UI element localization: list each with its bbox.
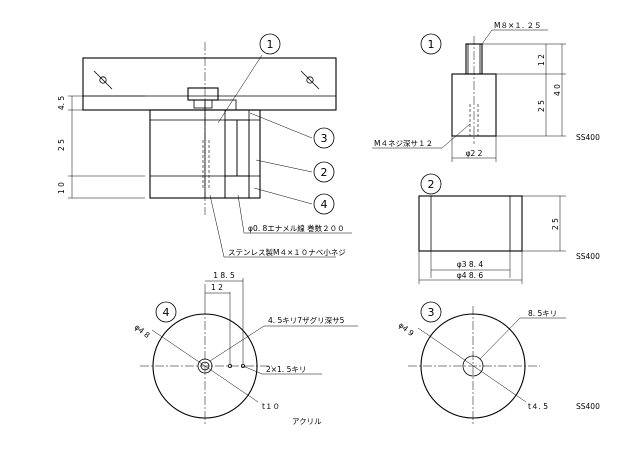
- asm-screw-note: ステンレス製M４×１０ナベ小ネジ: [228, 247, 346, 257]
- part4-dim-12: 1 2: [211, 283, 223, 292]
- asm-dim-25: 2 5: [57, 139, 66, 151]
- asm-dim-10: 1 0: [57, 182, 66, 194]
- part-4-view: 4 1 8. 5 1 2 φ4 8 4. 5キリ7ザグリ深サ5 2×1. 5キリ…: [133, 271, 358, 426]
- asm-dim-45: 4. 5: [57, 96, 66, 111]
- assembly-view: 4. 5 2 5 1 0 φ0. 8エナメル線 巻数２００ ステンレス製M４×１…: [57, 33, 352, 258]
- balloon-1: 1: [267, 38, 274, 51]
- part-3-view: 3 φ4 9 8. 5キリ t４. 5 SS400: [397, 301, 600, 424]
- bolt-head: [187, 87, 219, 101]
- plate-hole-left: [99, 76, 107, 84]
- part2-body: [418, 195, 523, 252]
- part-2-view: 2 2 5 φ3 8. 4 φ4 8. 6 SS400: [418, 173, 600, 284]
- part1-dim-12: 1 2: [537, 54, 546, 66]
- part1-thread-spec: M８×１. ２５: [494, 21, 542, 30]
- part4-counterbore-note: 4. 5キリ7ザグリ深サ5: [268, 315, 345, 325]
- balloon-3: 3: [321, 132, 328, 145]
- part2-dia-inner: φ3 8. 4: [457, 260, 484, 269]
- part2-material: SS400: [576, 252, 600, 261]
- part-1-view: 1 M８×１. ２５ 1 2 2 5 4 0 M４ネジ深サ１２ φ2 2 SS4…: [372, 21, 600, 162]
- part1-dim-40: 4 0: [553, 84, 562, 96]
- part4-balloon: 4: [163, 306, 170, 319]
- part3-balloon: 3: [428, 306, 435, 319]
- part4-thickness: t１０: [262, 402, 280, 411]
- part4-dia: φ4 8: [133, 322, 152, 340]
- part4-dim-185: 1 8. 5: [213, 271, 235, 280]
- part3-dia: φ4 9: [397, 320, 416, 338]
- part2-dia-outer: φ4 8. 6: [457, 271, 484, 280]
- part4-holes-note: 2×1. 5キリ: [266, 365, 306, 374]
- balloon-2: 2: [321, 166, 328, 179]
- plate-hole-right: [306, 76, 314, 84]
- part3-hole-note: 8. 5キリ: [528, 309, 557, 318]
- part1-balloon: 1: [428, 38, 435, 51]
- top-plate: [82, 57, 337, 111]
- part1-dia-22: φ2 2: [466, 149, 483, 158]
- part2-balloon: 2: [428, 178, 435, 191]
- part1-tap-note: M４ネジ深サ１２: [374, 139, 433, 148]
- balloon-4: 4: [321, 198, 328, 211]
- part1-dim-25: 2 5: [537, 100, 546, 112]
- part2-dim-25: 2 5: [551, 218, 560, 230]
- asm-wire-note: φ0. 8エナメル線 巻数２００: [248, 223, 345, 233]
- part1-material: SS400: [576, 133, 600, 142]
- part4-material: アクリル: [292, 417, 322, 426]
- part3-material: SS400: [576, 402, 600, 411]
- part3-thickness: t４. 5: [528, 402, 548, 411]
